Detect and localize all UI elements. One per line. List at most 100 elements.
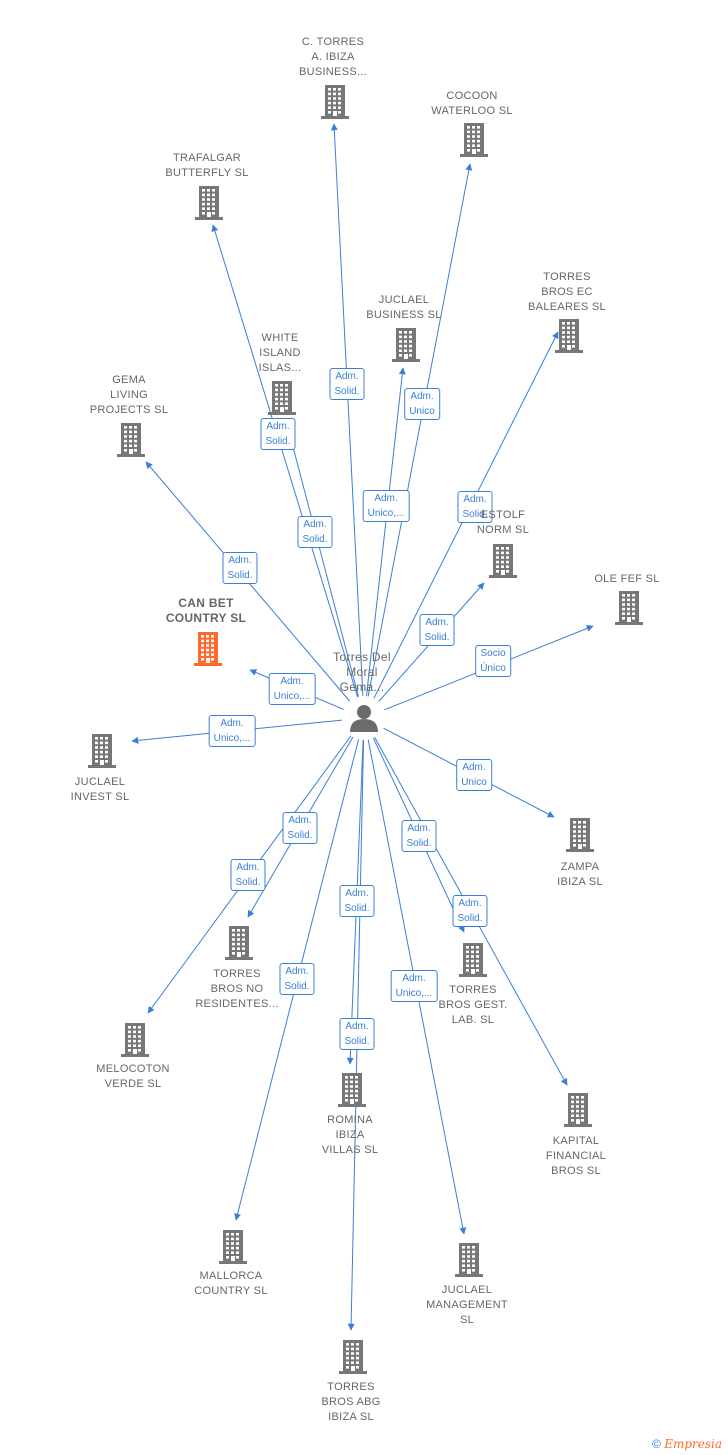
node-label-line: BUSINESS... (298, 66, 368, 78)
edge-label-line: Socio (480, 648, 506, 659)
node-label-line: NORM SL (476, 524, 530, 536)
building-icon-romina[interactable] (338, 1073, 366, 1107)
node-label-line: ZAMPA (560, 861, 600, 873)
edge-label-juclael_business[interactable]: Adm.Unico,... (362, 490, 410, 522)
edge-label-can_bet[interactable]: Adm.Unico,... (268, 673, 316, 705)
edge-label-zampa[interactable]: Adm. Unico (456, 759, 492, 791)
node-label-mallorca[interactable]: MALLORCA COUNTRY SL (156, 1269, 306, 1299)
edge-label-trafalgar[interactable]: Adm.Solid. (260, 418, 296, 450)
edge-label-melocoton[interactable]: Adm.Solid. (230, 859, 266, 891)
node-label-line: COUNTRY SL (165, 611, 247, 625)
edge-label-cocoon[interactable]: Adm.Unico (404, 388, 440, 420)
edge-label-juclael_invest[interactable]: Adm.Unico,... (208, 715, 256, 747)
edge-label-white_island[interactable]: Adm.Solid. (297, 516, 333, 548)
node-label-line: COUNTRY SL (194, 1285, 268, 1297)
building-icon-mallorca[interactable] (219, 1230, 247, 1264)
building-icon-zampa[interactable] (566, 818, 594, 852)
node-label-line: WHITE (261, 332, 299, 344)
building-icon-juclael_business[interactable] (392, 328, 420, 362)
edge-label-torres_no_res[interactable]: Adm.Solid. (282, 812, 318, 844)
node-label-line: RESIDENTES... (195, 998, 279, 1010)
edge-label-mallorca[interactable]: Adm.Solid. (279, 963, 315, 995)
building-icon-can_bet[interactable] (194, 632, 222, 666)
building-icon-melocoton[interactable] (121, 1023, 149, 1057)
edge-label-kapital[interactable]: Adm.Solid. (452, 895, 488, 927)
node-label-line: LIVING (110, 389, 148, 401)
edge-label-line: Adm. (288, 815, 312, 826)
node-label-line: VILLAS SL (321, 1144, 379, 1156)
node-label-line: TORRES (449, 984, 497, 996)
edge-label-gema_living[interactable]: Adm.Solid. (222, 552, 258, 584)
building-icon-white_island[interactable] (268, 381, 296, 415)
node-label-line: KAPITAL (552, 1135, 600, 1147)
node-label-line: A. IBIZA (311, 51, 355, 63)
edge-label-c_torres[interactable]: Adm.Solid. (329, 368, 365, 400)
edge-label-torres_gest[interactable]: Adm.Solid. (401, 820, 437, 852)
building-icon-kapital[interactable] (564, 1093, 592, 1127)
node-label-line: WATERLOO SL (431, 105, 513, 117)
edge-label-line: Adm. (280, 676, 304, 687)
person-icon[interactable] (350, 705, 378, 732)
building-icon-c_torres[interactable] (321, 85, 349, 119)
node-label-line: BUTTERFLY SL (165, 167, 249, 179)
node-label-line: MANAGEMENT (426, 1299, 508, 1311)
edge-label-line: Adm. (402, 973, 426, 984)
node-label-c_torres[interactable]: C. TORRES A. IBIZA BUSINESS... (258, 35, 408, 80)
edge-label-torres_abg[interactable]: Adm.Solid. (339, 1018, 375, 1050)
node-label-line: TORRES (213, 968, 261, 980)
edge-label-line: Adm. (236, 862, 260, 873)
building-icon-cocoon[interactable] (460, 123, 488, 157)
building-icon-trafalgar[interactable] (195, 186, 223, 220)
node-label-line: LAB. SL (451, 1014, 495, 1026)
brand-logo: Empresia (664, 1437, 722, 1451)
footer: © Empresia (652, 1437, 722, 1451)
building-icon-torres_gest[interactable] (459, 943, 487, 977)
building-icon-juclael_invest[interactable] (88, 734, 116, 768)
edge-label-line: Unico (461, 777, 487, 788)
building-icon-ole_fef[interactable] (615, 591, 643, 625)
edge-label-line: Adm. (462, 762, 486, 773)
building-icon-juclael_mgmt[interactable] (455, 1243, 483, 1277)
edge-label-romina[interactable]: Adm.Solid. (339, 885, 375, 917)
edge-label-torres_ec[interactable]: Adm.Solid. (457, 491, 493, 523)
building-icon-estolf[interactable] (489, 544, 517, 578)
edge-label-line: Solid. (265, 436, 291, 447)
building-icon-torres_no_res[interactable] (225, 926, 253, 960)
copyright-symbol: © (652, 1437, 661, 1451)
edge-label-estolf[interactable]: Adm.Solid. (419, 614, 455, 646)
node-label-line: PROJECTS SL (89, 404, 169, 416)
center-label-line: Torres Del (333, 650, 391, 664)
edge-label-line: Adm. (463, 494, 487, 505)
node-label-line: MALLORCA (199, 1270, 263, 1282)
edge-label-line: Solid. (344, 1036, 370, 1047)
edge-label-line: Adm. (303, 519, 327, 530)
building-icon-gema_living[interactable] (117, 423, 145, 457)
building-icon-torres_abg[interactable] (339, 1340, 367, 1374)
building-icon-torres_ec[interactable] (555, 319, 583, 353)
edge-trafalgar (211, 224, 359, 698)
edge-label-juclael_mgmt[interactable]: Adm.Unico,... (390, 970, 438, 1002)
node-label-ole_fef[interactable]: OLE FEF SL (552, 572, 702, 587)
edge-label-line: Unico,... (213, 733, 251, 744)
node-label-line: C. TORRES (301, 36, 365, 48)
